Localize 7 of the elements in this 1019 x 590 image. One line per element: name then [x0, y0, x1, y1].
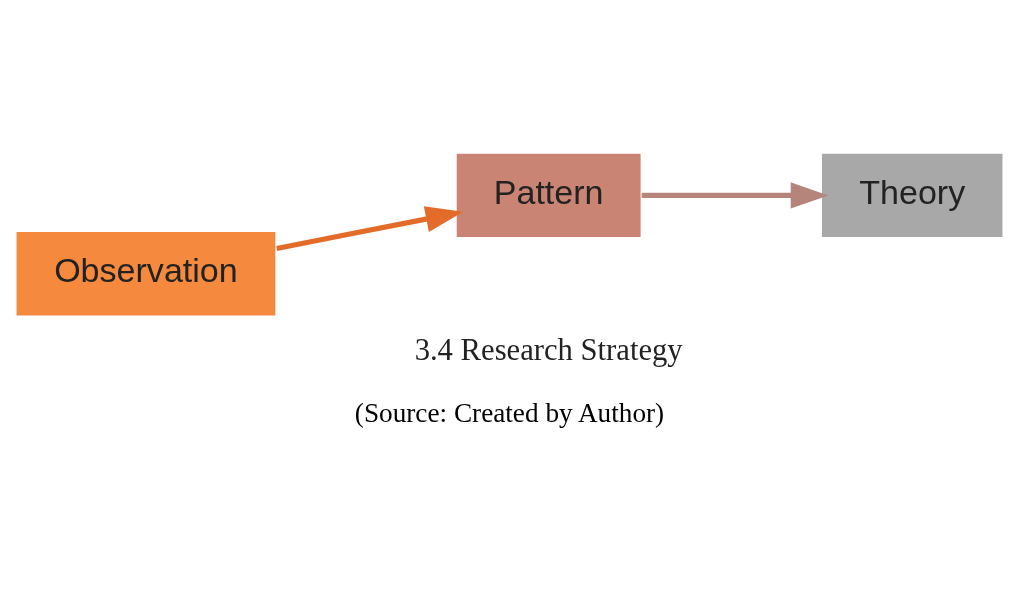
label: 3.4 Research Strategy [414, 332, 683, 367]
node-box: Pattern [455, 151, 643, 239]
arrow [276, 206, 464, 251]
caption: (Source: Created by Author) [354, 397, 665, 428]
node-box: Theory [820, 151, 1005, 239]
arrow [641, 182, 829, 209]
node-box: Observation [14, 230, 278, 318]
